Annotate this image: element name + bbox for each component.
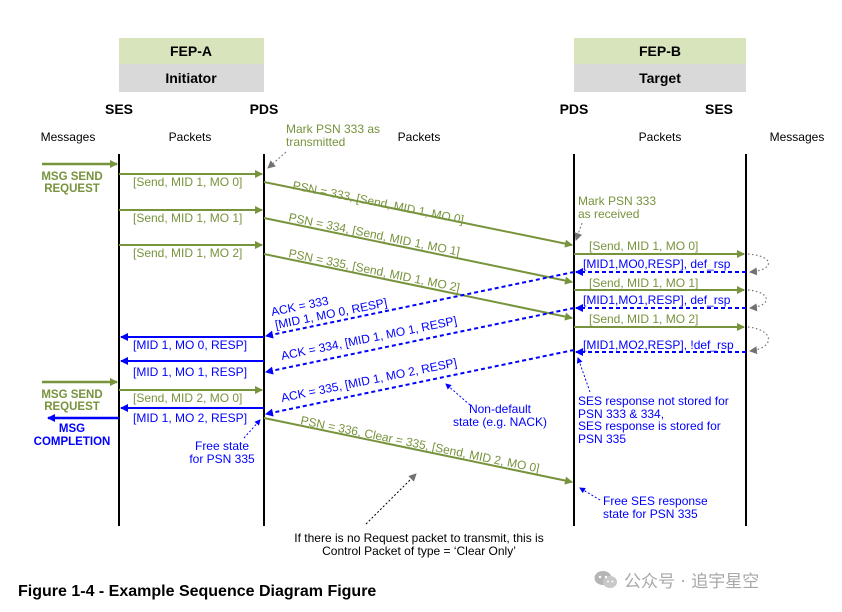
- fep-a-header: [119, 38, 264, 64]
- note-free-state-b: for PSN 335: [189, 452, 255, 466]
- msg-send-request-label-1a: MSG SEND: [41, 171, 102, 183]
- note-mark-transmitted-pointer: [267, 151, 287, 169]
- note-control-packet-pointer: [365, 473, 417, 525]
- right-deliver-2: [Send, MID 1, MO 1]: [589, 276, 698, 290]
- msg-completion-label-b: COMPLETION: [34, 436, 111, 448]
- note-free-ses-b: state for PSN 335: [603, 507, 698, 521]
- col-messages-left: Messages: [41, 130, 96, 144]
- note-ses-response-c: SES response is stored for: [578, 419, 721, 433]
- note-free-state-pointer: [243, 419, 261, 439]
- wire-ack333-arrow: [265, 271, 575, 339]
- right-resp-2: [MID1,MO1,RESP], def_rsp: [583, 293, 731, 307]
- right-loop-curve-1: [747, 253, 769, 276]
- watermark: 公众号 · 追宇星空: [594, 567, 759, 592]
- lane-ses-left: SES: [105, 101, 133, 117]
- wire-psn333-arrow: [263, 181, 573, 248]
- left-packet-1: [Send, MID 1, MO 0]: [133, 175, 242, 189]
- col-messages-right: Messages: [770, 130, 825, 144]
- note-ses-response-pointer: [576, 357, 591, 393]
- fep-b-role-box: [574, 64, 746, 92]
- note-control-packet-a: If there is no Request packet to transmi…: [294, 531, 543, 545]
- lane-pds-left: PDS: [250, 101, 279, 117]
- note-mark-transmitted-b: transmitted: [286, 135, 345, 149]
- right-deliver-3: [Send, MID 1, MO 2]: [589, 312, 698, 326]
- left-resp-3: [MID 1, MO 2, RESP]: [133, 411, 247, 425]
- col-packets-mid: Packets: [398, 130, 441, 144]
- right-resp-3: [MID1,MO2,RESP], !def_rsp: [583, 338, 734, 352]
- fep-a-role-box: [119, 64, 264, 92]
- fep-b-title: FEP-B: [639, 43, 681, 59]
- note-free-ses-pointer: [579, 487, 601, 501]
- fep-b-role: Target: [639, 70, 681, 86]
- note-ses-response-b: PSN 333 & 334,: [578, 407, 664, 421]
- note-control-packet-b: Control Packet of type = ‘Clear Only’: [322, 544, 516, 558]
- lane-pds-right: PDS: [560, 101, 589, 117]
- right-loop-curve-3: [747, 326, 769, 355]
- note-free-state-a: Free state: [195, 439, 249, 453]
- left-packet-3: [Send, MID 1, MO 2]: [133, 246, 242, 260]
- wire-ack335-arrow: [265, 349, 575, 417]
- right-deliver-1: [Send, MID 1, MO 0]: [589, 239, 698, 253]
- lane-ses-right: SES: [705, 101, 733, 117]
- note-mark-received-a: Mark PSN 333: [578, 194, 656, 208]
- wire-psn336-arrow: [263, 417, 573, 485]
- note-free-ses-a: Free SES response: [603, 494, 708, 508]
- left-resp-1: [MID 1, MO 0, RESP]: [133, 338, 247, 352]
- note-non-default-b: state (e.g. NACK): [453, 415, 547, 429]
- note-ses-response-a: SES response not stored for: [578, 394, 729, 408]
- col-packets-right: Packets: [639, 130, 682, 144]
- msg-send-request-label-1b: REQUEST: [44, 183, 100, 195]
- note-mark-transmitted-a: Mark PSN 333 as: [286, 122, 380, 136]
- fep-a-role: Initiator: [165, 70, 217, 86]
- msg-completion-label-a: MSG: [59, 423, 85, 435]
- col-packets-left: Packets: [169, 130, 212, 144]
- wire-psn335-arrow: [263, 253, 573, 321]
- left-resp-2: [MID 1, MO 1, RESP]: [133, 365, 247, 379]
- wire-ack334-arrow: [265, 307, 575, 375]
- msg-send-request-label-2b: REQUEST: [44, 401, 100, 413]
- figure-caption: Figure 1-4 - Example Sequence Diagram Fi…: [18, 583, 377, 600]
- msg-send-request-label-2a: MSG SEND: [41, 389, 102, 401]
- note-ses-response-d: PSN 335: [578, 432, 626, 446]
- left-packet-2: [Send, MID 1, MO 1]: [133, 211, 242, 225]
- wechat-icon: [594, 570, 617, 588]
- note-mark-received-b: as received: [578, 207, 639, 221]
- right-loop-curve-2: [747, 289, 767, 312]
- note-non-default-pointer: [445, 383, 471, 406]
- right-resp-1: [MID1,MO0,RESP], def_rsp: [583, 257, 731, 271]
- fep-b-header: [574, 38, 746, 64]
- left-packet-4: [Send, MID 2, MO 0]: [133, 391, 242, 405]
- note-mark-received-pointer: [574, 222, 583, 241]
- fep-a-title: FEP-A: [170, 43, 212, 59]
- wire-psn334-arrow: [263, 217, 573, 285]
- watermark-text: 公众号 · 追宇星空: [624, 572, 760, 592]
- note-non-default-a: Non-default: [469, 402, 532, 416]
